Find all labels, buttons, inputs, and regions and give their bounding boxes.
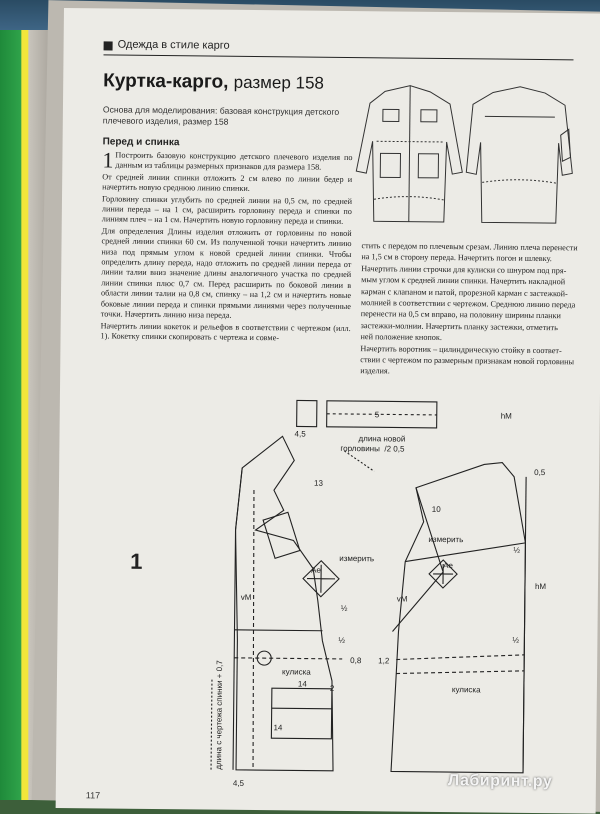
- label: hM: [535, 582, 547, 591]
- label: кулиска: [452, 685, 481, 694]
- label: Ae: [311, 566, 321, 575]
- figure-number: 1: [130, 548, 143, 574]
- label: 13: [314, 479, 324, 488]
- page-title: Куртка-карго, размер 158: [103, 70, 324, 94]
- label: 4,5: [295, 429, 307, 438]
- section-title: Перед и спинка: [102, 136, 180, 149]
- label: измерить: [339, 554, 374, 563]
- pattern-draft: 4,5 5 длина новой горловины /2 0,5 0,5 1…: [210, 399, 547, 788]
- paragraph: От средней линии спинки отложить 2 см вл…: [102, 172, 353, 194]
- label: 14: [273, 723, 283, 732]
- text-column-right: стить с передом по плечевым срезам. Лини…: [360, 241, 600, 380]
- paragraph: Начертить линии кокеток и рельефов в соо…: [100, 320, 351, 343]
- label: 5: [375, 410, 380, 419]
- page-number: 117: [85, 790, 101, 801]
- title-size: размер 158: [233, 72, 325, 93]
- label: 4,5: [233, 779, 245, 788]
- shlevka-piece: [296, 399, 318, 428]
- label: ½: [338, 636, 345, 645]
- label: 0,5: [534, 468, 546, 477]
- label: 14: [298, 679, 308, 688]
- label: 1,2: [378, 656, 390, 665]
- drop-cap: 1: [102, 147, 114, 173]
- text-line: изделия.: [360, 366, 390, 376]
- section-header-label: Одежда в стиле карго: [117, 38, 230, 52]
- label: измерить: [428, 535, 463, 544]
- paragraph: Для определения Длины изделия отложить о…: [100, 226, 352, 320]
- label: vM: [241, 593, 252, 602]
- label: длина с чертежа спинки + 0,7: [214, 660, 224, 770]
- book-page: Одежда в стиле карго Куртка-карго, разме…: [55, 8, 600, 814]
- watermark: Лабиринт.ру: [447, 772, 553, 791]
- label: кулиска: [282, 667, 311, 676]
- label: /2 0,5: [384, 444, 405, 453]
- label: hM: [501, 412, 513, 421]
- label: горловины: [340, 444, 380, 453]
- label: длина новой: [358, 434, 405, 443]
- paragraph: Горловину спинки углубить по средней лин…: [101, 194, 353, 227]
- label: 0,8: [350, 656, 362, 665]
- label: 2: [330, 684, 335, 693]
- label: ½: [513, 546, 520, 555]
- title-main: Куртка-карго,: [103, 70, 229, 93]
- label: vM: [397, 595, 408, 604]
- label: 10: [432, 505, 442, 514]
- label: ½: [341, 604, 348, 613]
- label: Ae: [443, 561, 453, 570]
- label: ½: [512, 636, 519, 645]
- jacket-sketch: [355, 85, 573, 224]
- intro-text: Основа для моделирования: базовая констр…: [102, 104, 340, 127]
- header-square-icon: [103, 41, 113, 51]
- section-header: Одежда в стиле карго: [103, 38, 574, 61]
